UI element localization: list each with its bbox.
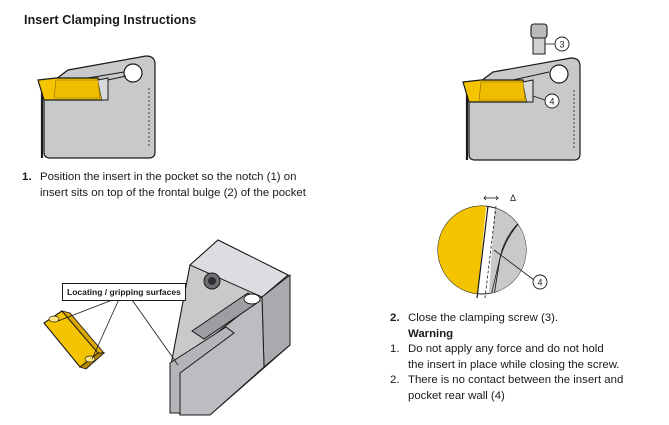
delta-symbol: Δ (510, 193, 516, 203)
step-1-line-2: insert sits on top of the frontal bulge … (40, 186, 306, 199)
warning-item-2: 2. There is no contact between the inser… (390, 373, 660, 404)
step-1-number: 1. (22, 171, 32, 183)
step-2: 2. Close the clamping screw (3). Warning… (390, 311, 660, 404)
warning-item-2-line-2: pocket rear wall (4) (408, 389, 505, 402)
figure-insert-position (37, 55, 156, 159)
step-2-number: 2. (390, 312, 400, 324)
warning-item-1: 1. Do not apply any force and do not hol… (390, 342, 660, 373)
callout-3: 3 (559, 40, 564, 50)
warning-item-1-number: 1. (390, 343, 400, 355)
page-title: Insert Clamping Instructions (24, 13, 197, 27)
warning-heading: Warning (408, 327, 454, 340)
step-1: 1. Position the insert in the pocket so … (22, 170, 342, 201)
warning-item-2-number: 2. (390, 374, 400, 386)
figure-clamping-screw: 3 4 (462, 23, 581, 161)
warning-item-2-line-1: There is no contact between the insert a… (408, 374, 624, 386)
warning-item-1-line-1: Do not apply any force and do not hold (408, 343, 604, 355)
figure-contact-detail: Δ 4 (437, 193, 548, 299)
warning-item-1-line-2: the insert in place while closing the sc… (408, 358, 620, 371)
figure-locating-surfaces (43, 239, 291, 416)
step-2-text: Close the clamping screw (3). (408, 312, 559, 324)
step-1-line-1: Position the insert in the pocket so the… (40, 171, 297, 183)
locating-surfaces-label: Locating / gripping surfaces (62, 283, 186, 301)
callout-4-top: 4 (549, 97, 554, 107)
callout-4-detail: 4 (537, 278, 542, 288)
